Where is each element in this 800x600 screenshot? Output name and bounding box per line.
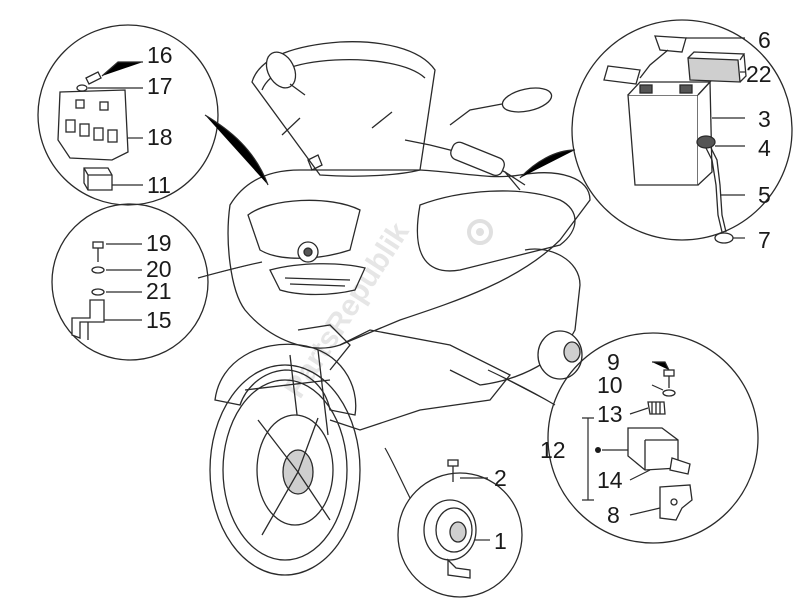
screw-icon: [92, 241, 104, 262]
battery-group: [603, 35, 747, 244]
callout-13: 13: [597, 401, 623, 427]
relay-icon: [83, 167, 113, 191]
callout-18: 18: [147, 124, 173, 150]
callout-1: 1: [494, 528, 507, 554]
screw-icon: [447, 459, 459, 482]
regulator-detail-circle: [487, 332, 759, 544]
horn-group: [423, 459, 490, 579]
callout-20: 20: [146, 256, 172, 282]
screw-icon: [663, 369, 675, 388]
callout-12: 12: [540, 437, 566, 463]
callout-6: 6: [758, 27, 771, 53]
connector-icon: [647, 401, 666, 415]
callout-4: 4: [758, 135, 771, 161]
screw-icon: [85, 71, 102, 85]
callout-21: 21: [146, 278, 172, 304]
washer-icon: [91, 266, 105, 274]
battery-cap-icon: [696, 135, 716, 149]
callout-9: 9: [607, 349, 620, 375]
callout-10: 10: [597, 372, 623, 398]
seal-icon: [714, 232, 734, 244]
callout-3: 3: [758, 106, 771, 132]
bracket-group: [71, 241, 142, 340]
regulator-icon: [627, 427, 691, 475]
callout-11: 11: [147, 172, 171, 198]
callout-15: 15: [146, 307, 172, 333]
washer-icon: [662, 389, 676, 397]
callout-16: 16: [147, 42, 173, 68]
callout-14: 14: [597, 467, 623, 493]
callout-7: 7: [758, 227, 771, 253]
callout-22: 22: [746, 61, 772, 87]
battery-strap-icon: [603, 35, 687, 85]
callout-2: 2: [494, 465, 507, 491]
callout-17: 17: [147, 73, 173, 99]
gear-logo-icon: [467, 219, 493, 245]
washer-icon: [76, 84, 88, 92]
horn-icon: [423, 499, 477, 579]
bracket-detail-circle: [51, 203, 263, 361]
scooter-illustration: [209, 41, 591, 576]
part-number-labels: 16 17 18 11 19 20 21 15 6 22 3 4 5 7 9 1…: [146, 27, 772, 554]
callout-19: 19: [146, 230, 172, 256]
horn-detail-circle: [384, 447, 523, 598]
battery-pad-icon: [687, 51, 747, 83]
bracket-icon: [659, 484, 693, 521]
relay-bracket-icon: [57, 89, 129, 161]
relay-detail-circle: [37, 24, 269, 206]
callout-8: 8: [607, 502, 620, 528]
regulator-group: [582, 361, 693, 521]
vent-pipe-icon: [705, 147, 727, 233]
battery-icon: [627, 80, 713, 186]
washer-icon: [91, 288, 105, 296]
bracket-icon: [71, 299, 105, 340]
battery-detail-circle: [519, 19, 793, 241]
relay-group: [57, 61, 143, 191]
callout-5: 5: [758, 182, 771, 208]
